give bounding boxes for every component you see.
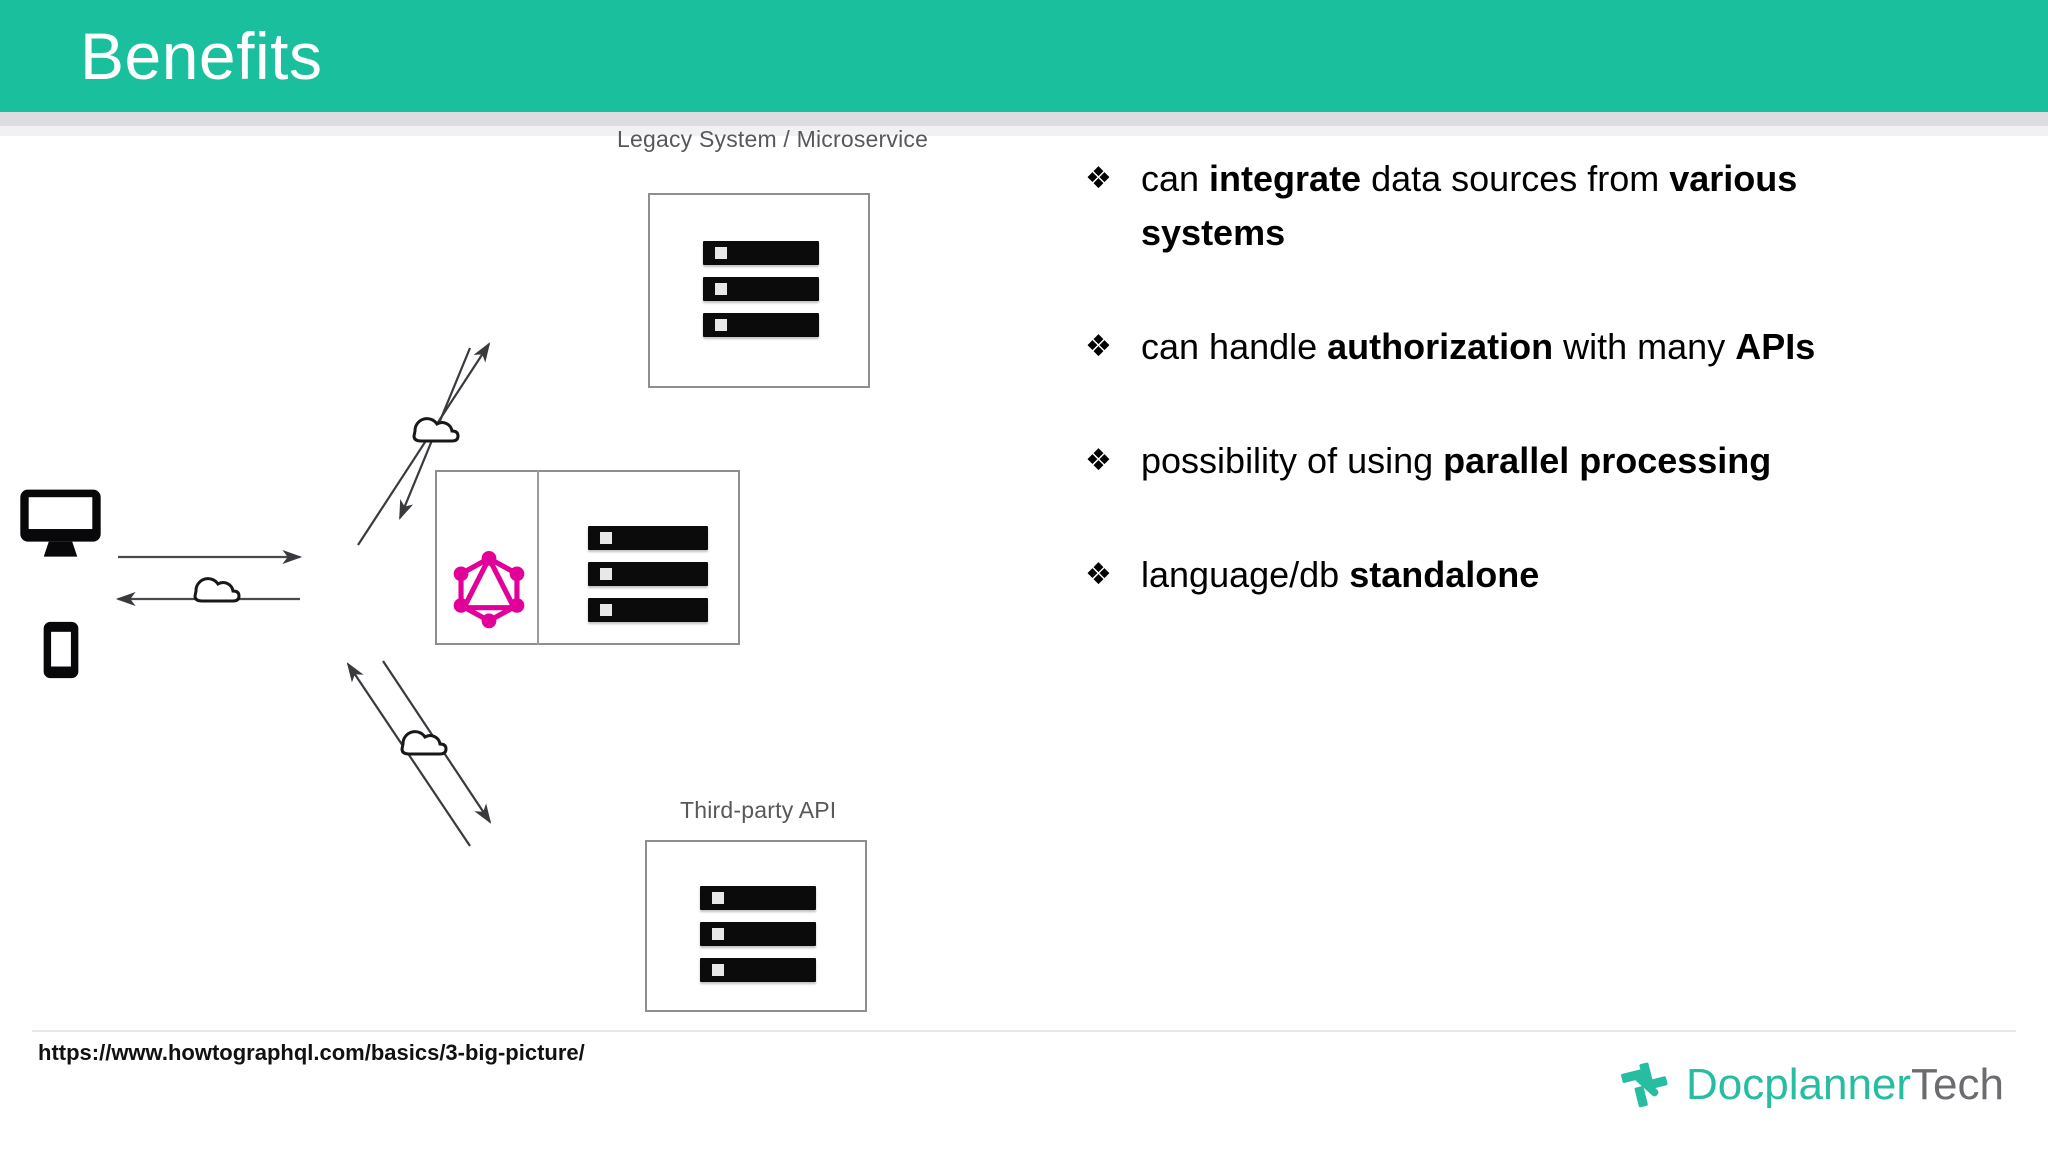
header-divider-strip-light bbox=[0, 126, 2048, 136]
server-bar bbox=[700, 922, 816, 946]
diagram-label-third-party-api: Third-party API bbox=[680, 797, 837, 823]
server-bar bbox=[588, 598, 708, 622]
server-bar bbox=[703, 241, 819, 265]
bullet-diamond-icon: ❖ bbox=[1085, 443, 1112, 478]
bullet-diamond-icon: ❖ bbox=[1085, 557, 1112, 592]
footer-divider bbox=[32, 1030, 2016, 1032]
node-box-third-party-api bbox=[645, 840, 867, 1012]
list-item: ❖ language/db standalone bbox=[1085, 548, 1945, 602]
diagram-label-legacy-system: Legacy System / Microservice bbox=[617, 126, 929, 152]
docplanner-tech-logo: DocplannerTech bbox=[1618, 1058, 2004, 1112]
brand-secondary-text: Tech bbox=[1911, 1060, 2004, 1109]
server-rack-icon-third-party bbox=[700, 886, 816, 982]
bullet-text-parallel-processing: possibility of using parallel processing bbox=[1141, 440, 1772, 481]
graphql-architecture-diagram: Legacy System / Microservice Third-party… bbox=[0, 126, 990, 1036]
desktop-monitor-icon bbox=[20, 489, 101, 557]
server-bar bbox=[703, 277, 819, 301]
diagram-connectors bbox=[115, 342, 492, 847]
server-bar bbox=[588, 526, 708, 550]
slide-body bbox=[0, 136, 2048, 1030]
server-bar bbox=[703, 313, 819, 337]
node-box-graphql-server-divider bbox=[537, 470, 740, 645]
arrow-server-to-legacy bbox=[357, 342, 491, 546]
graphql-logo-icon bbox=[453, 551, 525, 629]
server-bar bbox=[588, 562, 708, 586]
server-rack-icon-graphql bbox=[588, 526, 708, 622]
server-rack-icon-legacy bbox=[703, 241, 819, 337]
brand-wordmark: DocplannerTech bbox=[1686, 1058, 2004, 1112]
cloud-icon-third-party-link bbox=[400, 730, 448, 756]
benefits-bullet-list: ❖ can integrate data sources from variou… bbox=[1085, 152, 1945, 662]
page-title: Benefits bbox=[80, 19, 323, 93]
server-bar bbox=[700, 958, 816, 982]
bullet-text-language-db-standalone: language/db standalone bbox=[1141, 554, 1540, 595]
source-url-link[interactable]: https://www.howtographql.com/basics/3-bi… bbox=[38, 1040, 585, 1065]
list-item: ❖ possibility of using parallel processi… bbox=[1085, 434, 1945, 488]
list-item: ❖ can handle authorization with many API… bbox=[1085, 320, 1945, 374]
slide-header-bar bbox=[0, 0, 2048, 112]
docplanner-mark-icon bbox=[1621, 1062, 1668, 1108]
brand-primary-text: Docplanner bbox=[1686, 1060, 1912, 1109]
bullet-text-handle-authorization: can handle authorization with many APIs bbox=[1141, 326, 1816, 367]
bullet-diamond-icon: ❖ bbox=[1085, 161, 1112, 196]
mobile-phone-icon bbox=[43, 621, 79, 679]
bullet-diamond-icon: ❖ bbox=[1085, 329, 1112, 364]
server-bar bbox=[700, 886, 816, 910]
list-item: ❖ can integrate data sources from variou… bbox=[1085, 152, 1945, 260]
cloud-icon-client-link bbox=[193, 577, 241, 603]
cloud-icon-legacy-link bbox=[412, 417, 460, 443]
header-divider-strip-dark bbox=[0, 112, 2048, 126]
bullet-text-integrate-data-sources: can integrate data sources from various … bbox=[1141, 158, 1798, 253]
